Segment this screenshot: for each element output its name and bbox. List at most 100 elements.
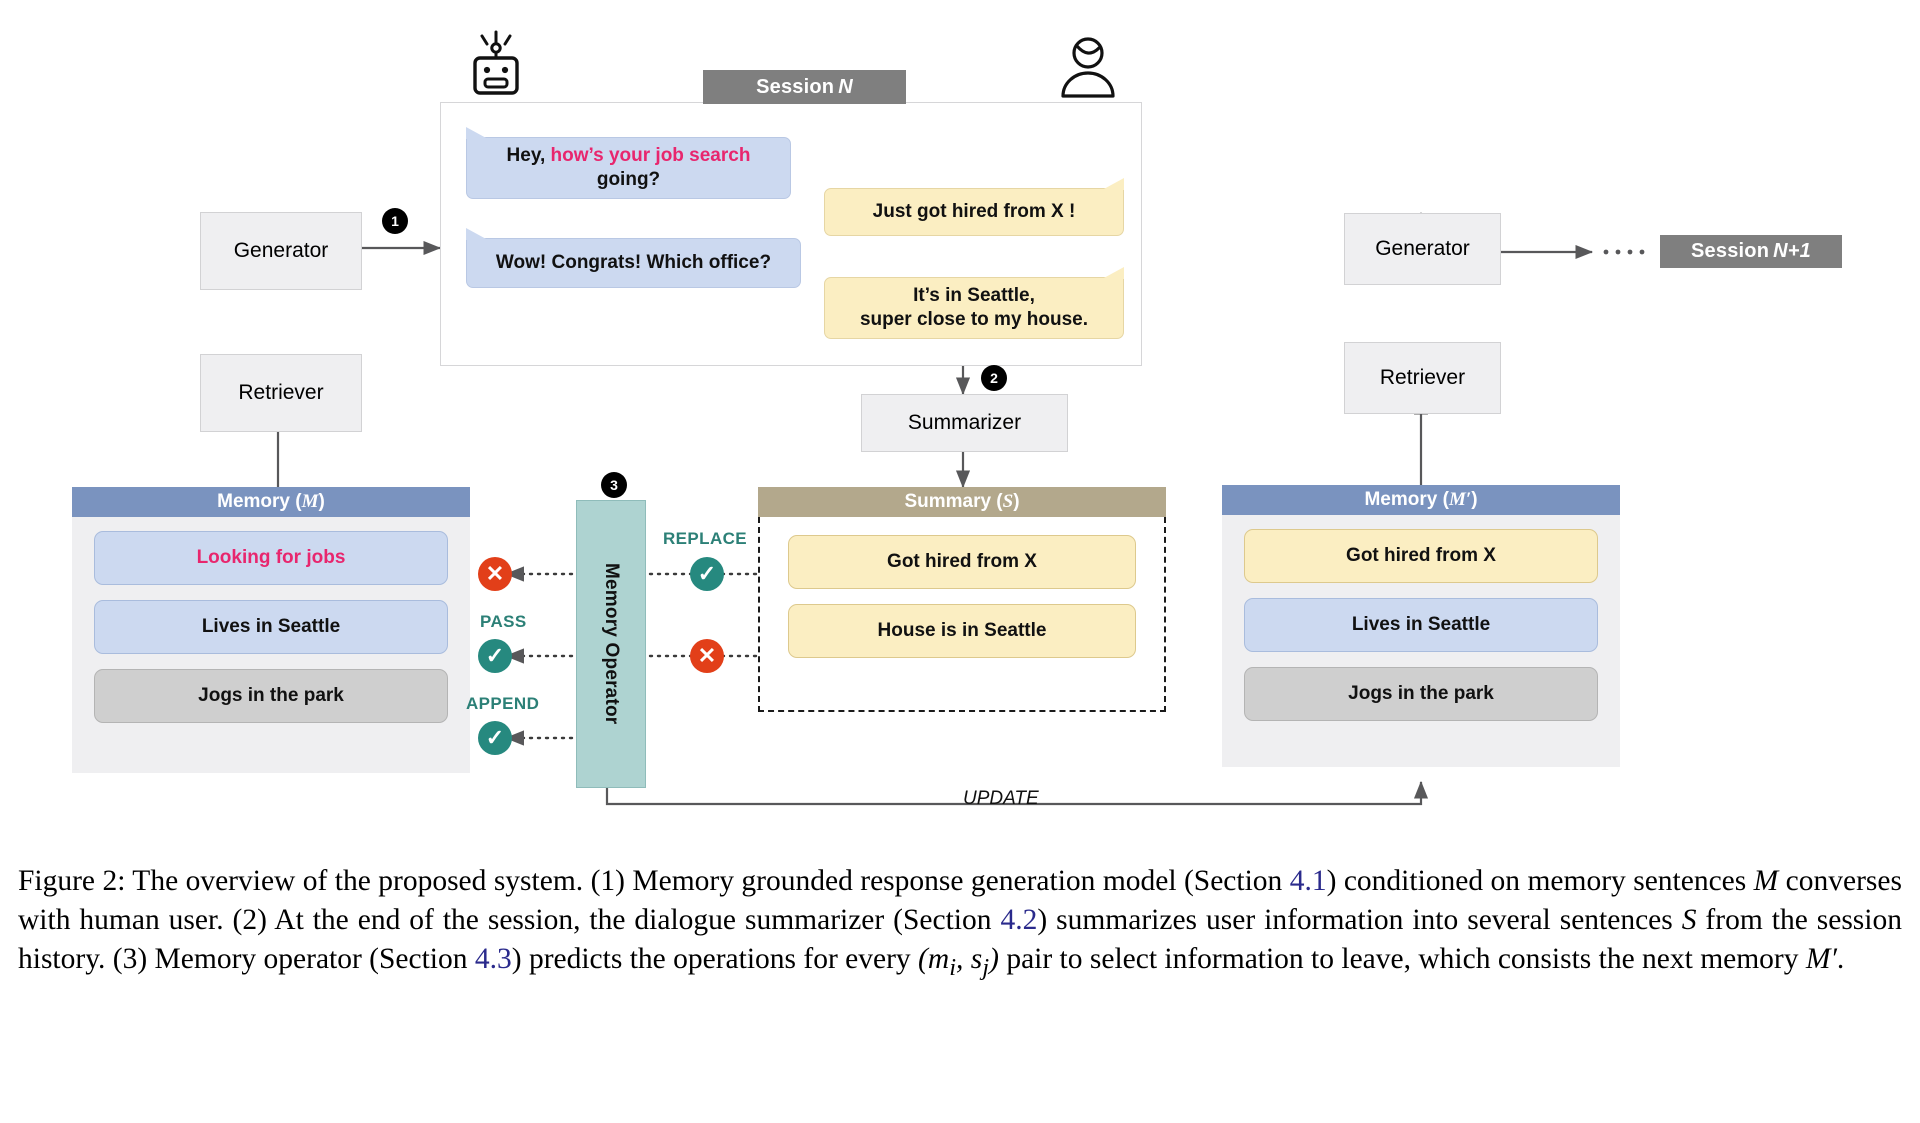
caption-ref-4-3[interactable]: 4.3 [474, 943, 512, 976]
caption-ref-4-2[interactable]: 4.2 [1000, 904, 1038, 937]
caption-s3: converses with human user. (2) At the en… [18, 865, 1902, 937]
memory-new-item-2-text: Jogs in the park [1348, 683, 1494, 704]
memory-panel-new: Memory ( M′ ) Got hired from X Lives in … [1222, 485, 1620, 767]
update-label: UPDATE [963, 788, 1039, 810]
summary-header-tail: ) [1013, 491, 1020, 512]
robot-icon [473, 30, 519, 95]
memory-old-header-plain: Memory ( [217, 491, 302, 512]
summarizer-label: Summarizer [907, 411, 1022, 434]
step-badge-1-text: 1 [391, 213, 399, 229]
caption-math-mi: (m [918, 943, 950, 976]
memory-operator-label: Memory Operator [601, 563, 622, 725]
generator-label-right: Generator [1375, 237, 1470, 260]
session-title-badge: Session N [703, 70, 906, 104]
bot-msg-1-plain: Hey, [506, 145, 551, 167]
caption-math-mprime: M′ [1805, 943, 1837, 976]
chat-bubble-user-1: Just got hired from X ! [824, 178, 1124, 236]
chat-bubble-user-2: It’s in Seattle, super close to my house… [824, 267, 1124, 339]
op-label-replace: REPLACE [663, 529, 747, 549]
memory-old-header: Memory ( M ) [72, 487, 470, 517]
session-title-text: Session [756, 75, 835, 98]
caption-label: Figure 2: [18, 865, 126, 897]
step-badge-2-text: 2 [990, 370, 998, 386]
memory-old-item-2[interactable]: Jogs in the park [94, 669, 448, 723]
step-badge-2: 2 [981, 365, 1007, 391]
op-label-append-text: APPEND [466, 694, 540, 713]
memory-new-body: Got hired from X Lives in Seattle Jogs i… [1222, 515, 1620, 767]
bot-msg-1-tail: going? [596, 169, 661, 190]
caption-ref-4-1[interactable]: 4.1 [1289, 865, 1327, 897]
op-label-replace-text: REPLACE [663, 529, 748, 548]
caption-math-sj: , s [956, 943, 983, 976]
step-badge-3-text: 3 [610, 477, 618, 493]
memory-new-header-plain: Memory ( [1364, 489, 1449, 510]
retriever-label-right: Retriever [1379, 366, 1466, 389]
bot-msg-1-highlight: how’s your job search [550, 145, 751, 167]
x-circle-icon-summary-pass: ✕ [690, 639, 724, 673]
memory-old-item-0[interactable]: Looking for jobs [94, 531, 448, 585]
summary-header: Summary ( S ) [758, 487, 1166, 517]
caption-s5: from the session history. (3) Memory ope… [18, 904, 1902, 976]
memory-old-header-tail: ) [318, 491, 325, 512]
memory-new-item-1[interactable]: Lives in Seattle [1244, 598, 1598, 652]
chat-bubble-bot-2: Wow! Congrats! Which office? [466, 228, 801, 288]
summary-header-plain: Summary ( [904, 491, 1003, 512]
generator-box-left[interactable]: Generator [200, 212, 362, 290]
person-icon [1061, 37, 1115, 98]
memory-old-item-1-text: Lives in Seattle [201, 616, 341, 637]
check-circle-icon-memory-pass: ✓ [478, 639, 512, 673]
op-label-pass-text: PASS [480, 612, 527, 631]
summary-item-0[interactable]: Got hired from X [788, 535, 1136, 589]
generator-label-left: Generator [233, 239, 329, 262]
caption-math-mi-sub: i [949, 954, 957, 982]
step-badge-1: 1 [382, 208, 408, 234]
next-session-badge: Session N+1 [1660, 235, 1842, 268]
caption-math-s: S [1681, 904, 1697, 937]
summary-panel: Summary ( S ) Got hired from X House is … [758, 487, 1166, 712]
next-session-index: N+1 [1773, 240, 1811, 262]
check-circle-icon-summary-replace: ✓ [690, 557, 724, 591]
summary-item-1-text: House is in Seattle [877, 620, 1047, 641]
caption-s4: ) summarizes user information into sever… [1037, 904, 1682, 937]
generator-box-right[interactable]: Generator [1344, 213, 1501, 285]
caption-math-sj-sub: j [982, 954, 990, 982]
step-badge-3: 3 [601, 472, 627, 498]
memory-old-item-1[interactable]: Lives in Seattle [94, 600, 448, 654]
caption-math-close: ) [989, 943, 999, 976]
user-msg-2-text: It’s in Seattle, super close to my house… [859, 285, 1089, 330]
bot-msg-2-text: Wow! Congrats! Which office? [495, 252, 772, 274]
chat-bubble-bot-1: Hey, how’s your job search going? [466, 127, 791, 199]
caption-s6: ) predicts the operations for every [511, 943, 919, 976]
retriever-box-left[interactable]: Retriever [200, 354, 362, 432]
user-msg-1-text: Just got hired from X ! [872, 201, 1076, 223]
memory-operator-bar[interactable]: Memory Operator [576, 500, 646, 788]
update-label-text: UPDATE [963, 788, 1039, 809]
figure-diagram: Generator Retriever 1 Session N Hey, how… [72, 30, 1842, 810]
memory-new-header-tail: ) [1471, 489, 1478, 510]
memory-old-body: Looking for jobs Lives in Seattle Jogs i… [72, 517, 470, 773]
memory-old-item-2-text: Jogs in the park [198, 685, 344, 706]
next-session-text: Session [1691, 240, 1770, 262]
memory-old-item-0-text: Looking for jobs [196, 547, 346, 568]
memory-new-header-symbol: M′ [1448, 489, 1472, 510]
x-circle-icon-memory-replace: ✕ [478, 557, 512, 591]
figure-caption: Figure 2: The overview of the proposed s… [18, 862, 1902, 985]
retriever-label-left: Retriever [238, 381, 324, 404]
caption-s2: ) conditioned on memory sentences [1326, 865, 1754, 897]
check-circle-icon-memory-append: ✓ [478, 721, 512, 755]
summary-item-1[interactable]: House is in Seattle [788, 604, 1136, 658]
summarizer-box[interactable]: Summarizer [861, 394, 1068, 452]
caption-s1: The overview of the proposed system. (1)… [125, 865, 1290, 897]
summary-body: Got hired from X House is in Seattle [758, 517, 1166, 712]
memory-new-item-2[interactable]: Jogs in the park [1244, 667, 1598, 721]
op-label-pass: PASS [480, 612, 527, 632]
summary-header-symbol: S [1002, 491, 1014, 512]
memory-new-item-1-text: Lives in Seattle [1351, 614, 1491, 635]
op-label-append: APPEND [466, 694, 539, 714]
summary-item-0-text: Got hired from X [887, 551, 1037, 572]
memory-panel-old: Memory ( M ) Looking for jobs Lives in S… [72, 487, 470, 773]
memory-new-item-0[interactable]: Got hired from X [1244, 529, 1598, 583]
session-title-index: N [838, 75, 853, 98]
memory-new-header: Memory ( M′ ) [1222, 485, 1620, 515]
retriever-box-right[interactable]: Retriever [1344, 342, 1501, 414]
